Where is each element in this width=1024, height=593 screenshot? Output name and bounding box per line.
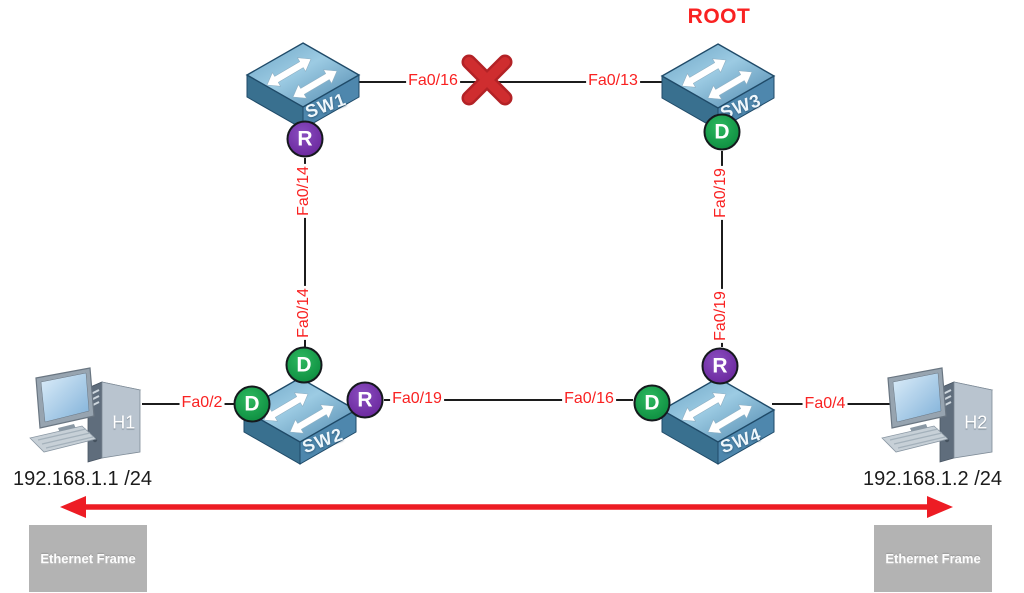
blocked-link-x-icon (461, 54, 513, 106)
root-bridge-label: ROOT (687, 5, 751, 28)
port-label-sw4-fa0-4: Fa0/4 (802, 395, 848, 413)
designated-port-badge-sw3: D (703, 113, 741, 151)
root-port-badge-sw4-top: R (701, 347, 739, 385)
switch-sw1: SW1 (245, 41, 361, 131)
switch-icon (246, 42, 360, 130)
designated-port-badge-sw4-left: D (633, 384, 671, 422)
host-name-h1: H1 (112, 412, 136, 433)
port-label-sw2-fa0-2: Fa0/2 (179, 394, 225, 412)
host-h2: H2 (880, 362, 1006, 464)
ip-address-h2: 192.168.1.2 /24 (863, 468, 1003, 490)
port-label-sw4-fa0-16: Fa0/16 (562, 390, 616, 408)
port-label-sw3-fa0-19: Fa0/19 (712, 166, 730, 220)
port-label-sw3-fa0-13: Fa0/13 (586, 72, 640, 90)
designated-port-badge-sw2-top: D (285, 346, 323, 384)
host-h1: H1 (28, 362, 154, 464)
root-port-badge-sw2-right: R (346, 381, 384, 419)
root-port-badge-sw1: R (286, 120, 324, 158)
ip-address-h1: 192.168.1.1 /24 (13, 468, 153, 490)
host-name-h2: H2 (964, 412, 988, 433)
switch-icon (661, 377, 775, 465)
port-label-sw2-fa0-14: Fa0/14 (295, 286, 313, 340)
designated-port-badge-sw2-left: D (233, 385, 271, 423)
port-label-sw1-fa0-16: Fa0/16 (406, 72, 460, 90)
port-label-sw1-fa0-14: Fa0/14 (295, 164, 313, 218)
ethernet-frame-right: Ethernet Frame (874, 525, 992, 592)
port-label-sw2-fa0-19: Fa0/19 (390, 390, 444, 408)
flow-arrow (60, 496, 953, 518)
port-label-sw4-fa0-19: Fa0/19 (712, 289, 730, 343)
ethernet-frame-left: Ethernet Frame (29, 525, 147, 592)
switch-sw4: SW4 (660, 376, 776, 466)
